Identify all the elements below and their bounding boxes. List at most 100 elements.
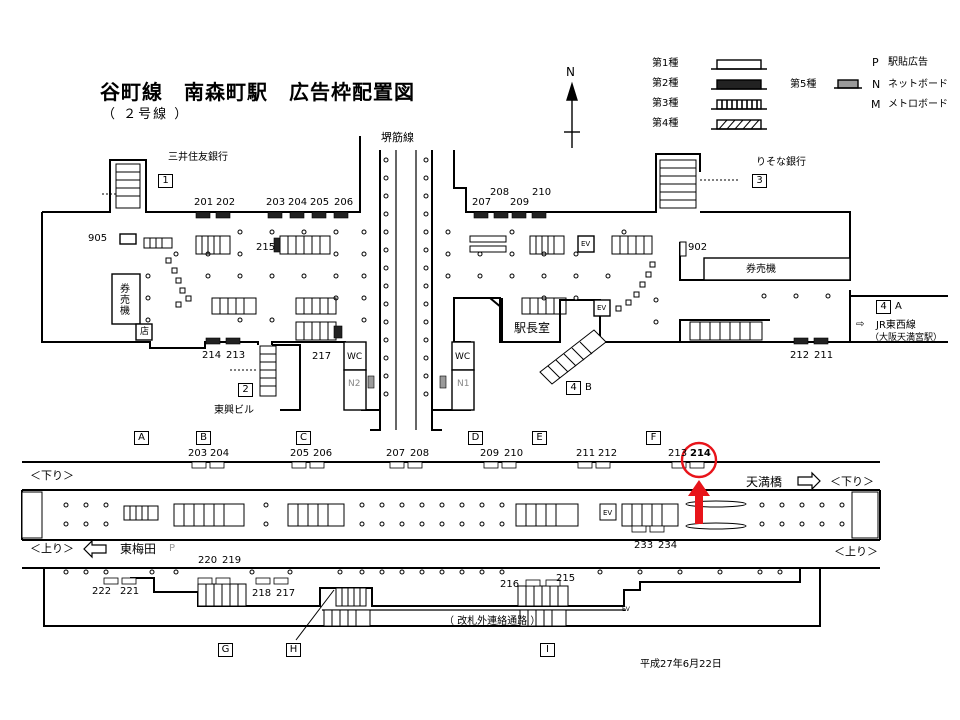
down-right-label: ＜下り＞	[830, 475, 874, 488]
ticket-machine-right: 券売機	[746, 264, 776, 275]
station-master-room: 駅長室	[514, 321, 551, 335]
ev-platform: EV	[603, 509, 613, 517]
exit-4a-suffix: A	[895, 301, 902, 312]
shop-label: 店	[140, 327, 150, 337]
page-title: 谷町線 南森町駅 広告枠配置図	[100, 80, 415, 104]
sakaisuji-pillars	[383, 157, 429, 397]
ad-209-platform: 209	[480, 448, 500, 459]
lower-concourse-outline	[43, 568, 821, 627]
ad-206: 206	[334, 197, 354, 208]
up-left-label: ＜上り＞	[30, 542, 74, 555]
ev-lower: EV	[622, 606, 630, 613]
ad-222: 222	[92, 586, 112, 597]
ad-233: 233	[634, 540, 654, 551]
ticket-gates-right	[615, 261, 656, 312]
ad-208-platform: 208	[410, 448, 430, 459]
ad-203: 203	[266, 197, 286, 208]
section-a: A	[134, 431, 149, 445]
ad-slots-type2	[195, 211, 829, 345]
higashiumeda-label: 東梅田	[120, 542, 157, 556]
section-h: H	[286, 643, 301, 657]
ad-202: 202	[216, 197, 236, 208]
ad-205: 205	[310, 197, 330, 208]
ad-902: 902	[688, 242, 708, 253]
ad-213-platform: 213	[668, 448, 688, 459]
exit-4a-badge: 4	[876, 300, 891, 314]
tenmabashi-label: 天満橋	[746, 475, 783, 489]
ad-220: 220	[198, 555, 218, 566]
ad-207: 207	[472, 197, 492, 208]
section-b: B	[196, 431, 211, 445]
lower-stairs	[197, 583, 569, 627]
legend-code-n: N	[872, 78, 881, 91]
section-c: C	[296, 431, 311, 445]
exit-4b-badge: 4	[566, 381, 581, 395]
legend-type3-hatch	[721, 100, 758, 109]
ad-205-platform: 205	[290, 448, 310, 459]
lower-pillars	[63, 569, 783, 575]
sakaisuji-line-tracks	[395, 150, 417, 430]
ad-208: 208	[490, 187, 510, 198]
sakaisuji-line-label: 堺筋線	[381, 131, 414, 144]
ad-217-upper: 217	[312, 351, 332, 362]
ad-214-platform-highlighted: 214	[690, 448, 711, 459]
section-e: E	[532, 431, 547, 445]
section-f: F	[646, 431, 661, 445]
p-mark: P	[169, 543, 176, 554]
compass-icon	[564, 81, 580, 148]
n2-board: N2	[348, 379, 361, 389]
wc-left: WC	[347, 352, 363, 362]
down-left-label: ＜下り＞	[30, 469, 74, 482]
jr-arrow: ⇨	[856, 319, 865, 330]
ad-218: 218	[252, 588, 272, 599]
legend-type4: 第4種	[652, 118, 679, 129]
upper-stairs	[102, 159, 763, 397]
ad-215-lower: 215	[556, 573, 576, 584]
ad-905: 905	[88, 233, 108, 244]
ad-slots-type5	[367, 375, 447, 389]
section-d: D	[468, 431, 483, 445]
ad-219: 219	[222, 555, 242, 566]
ad-221: 221	[120, 586, 140, 597]
ad-214-upper: 214	[202, 350, 222, 361]
platform-outline	[21, 461, 881, 569]
bank-left-label: 三井住友銀行	[168, 152, 228, 163]
ad-206-platform: 206	[313, 448, 333, 459]
exit-2-badge: 2	[238, 383, 253, 397]
up-right-label: ＜上り＞	[834, 545, 878, 558]
date-label: 平成27年6月22日	[640, 659, 722, 670]
ad-209: 209	[510, 197, 530, 208]
section-i: I	[540, 643, 555, 657]
legend-code-p-label: 駅貼広告	[888, 57, 928, 68]
upper-concourse-left-outline	[41, 136, 381, 431]
ad-216: 216	[500, 579, 520, 590]
legend-code-m: M	[871, 98, 881, 111]
ad-204-platform: 204	[210, 448, 230, 459]
platform-direction-arrows	[83, 471, 821, 559]
legend-code-p: P	[872, 56, 879, 69]
legend-swatches	[711, 59, 862, 130]
legend-code-n-label: ネットボード	[888, 79, 948, 90]
ad-215-upper: 215	[256, 242, 276, 253]
ad-slots-type1	[103, 461, 705, 587]
platform-ends	[21, 491, 879, 539]
n1-board: N1	[457, 379, 470, 389]
corridor-label: （ 改札外連絡通路 ）	[444, 616, 541, 627]
ev-upper-2: EV	[597, 304, 607, 312]
ad-211-platform: 211	[576, 448, 596, 459]
jr-line-label: JR東西線	[876, 320, 916, 331]
compass-label: N	[566, 65, 575, 79]
section-g: G	[218, 643, 233, 657]
exit-1-badge: 1	[158, 174, 173, 188]
upper-concourse-pillars	[145, 229, 831, 325]
legend-type4-hatch	[718, 119, 760, 130]
bank-right-label: りそな銀行	[756, 157, 806, 168]
ad-210: 210	[532, 187, 552, 198]
page-subtitle: （ ２号線 ）	[102, 107, 190, 122]
ad-212-platform: 212	[598, 448, 618, 459]
exit-4b-suffix: B	[585, 382, 592, 393]
ticket-gates-left	[165, 257, 192, 308]
ad-207-platform: 207	[386, 448, 406, 459]
highlight-marker	[680, 441, 718, 524]
